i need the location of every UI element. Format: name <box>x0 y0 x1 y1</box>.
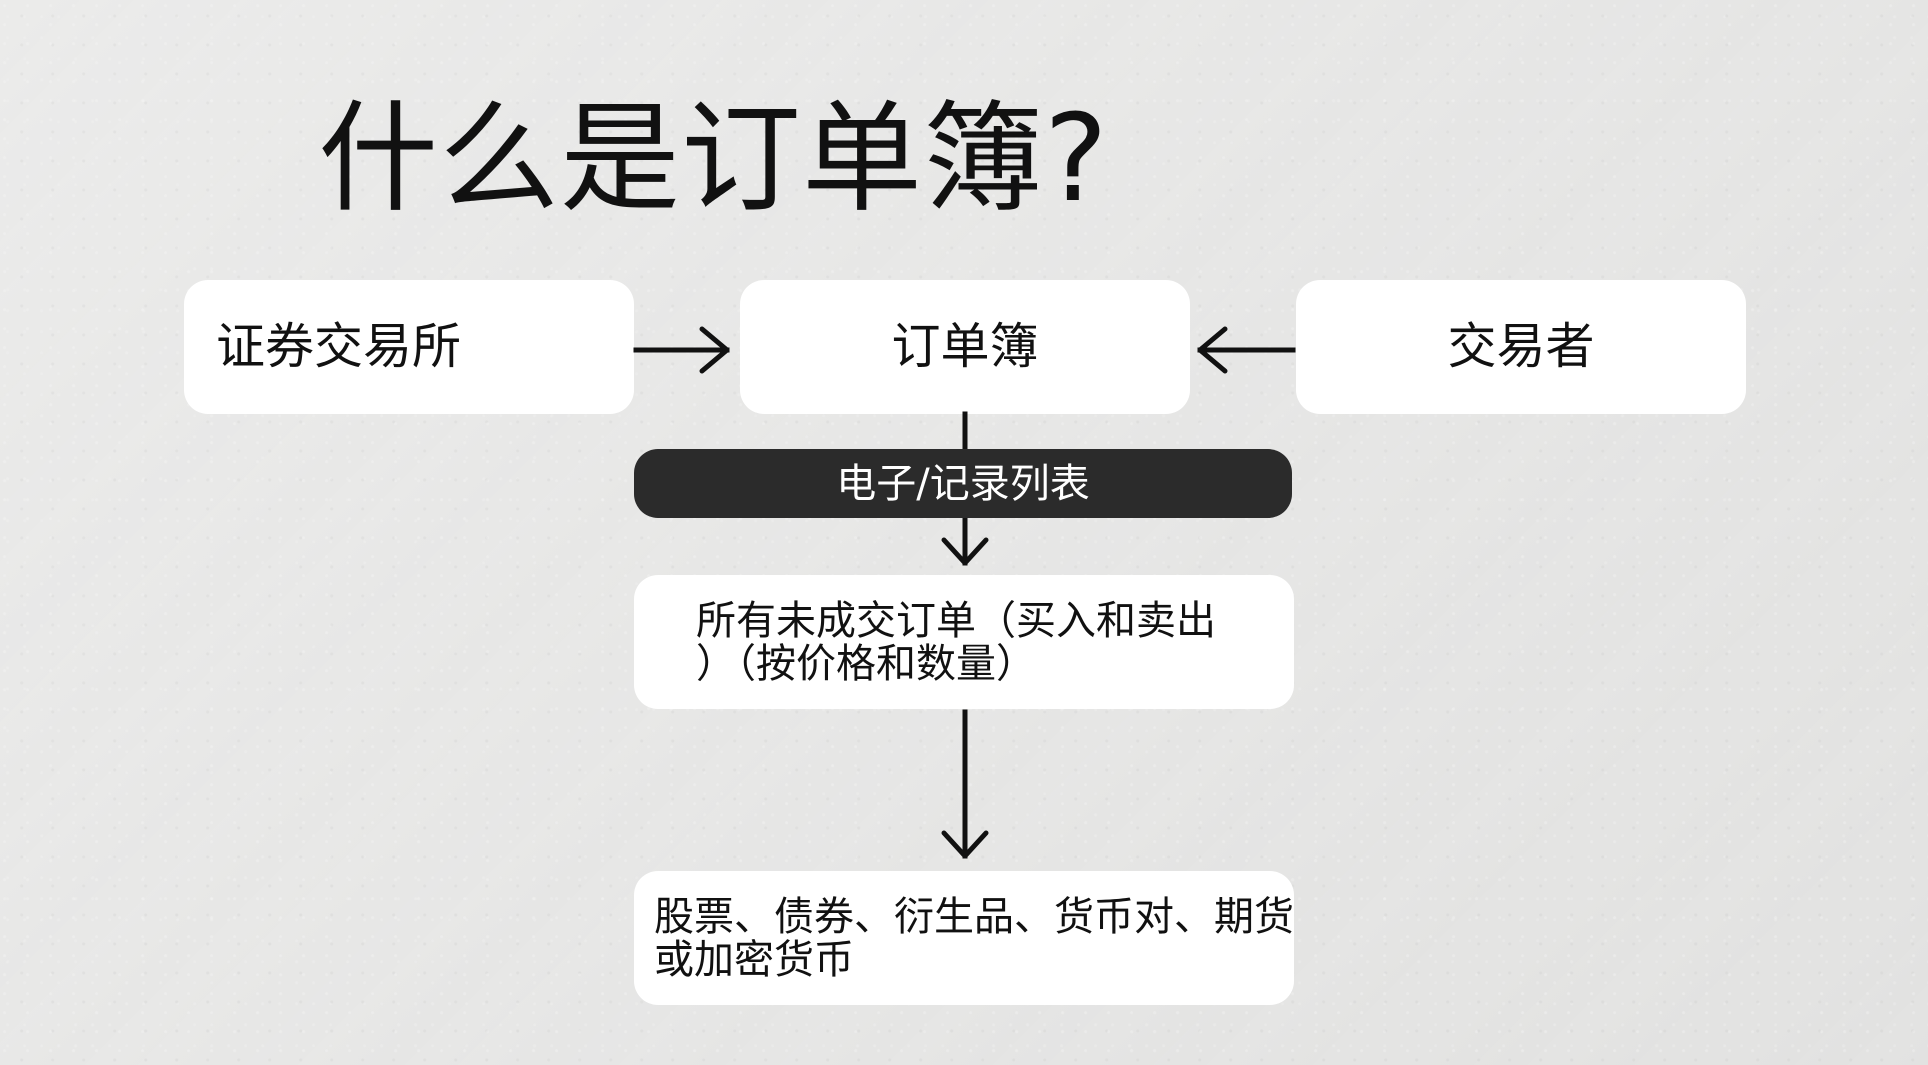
order-book-label: 订单簿 <box>891 317 1039 375</box>
unfilled-to-assets-arrow <box>941 709 989 859</box>
assets-label: 股票、债券、衍生品、货币对、期货 或加密货币 <box>654 893 1294 983</box>
page-title: 什么是订单簿? <box>318 90 1109 229</box>
trader-node: 交易者 <box>1296 280 1746 414</box>
unfilled-orders-node: 所有未成交订单（买入和卖出 ）（按价格和数量） <box>634 575 1294 709</box>
record-list-pill: 电子/记录列表 <box>634 449 1292 518</box>
assets-node: 股票、债券、衍生品、货币对、期货 或加密货币 <box>634 871 1294 1005</box>
order-book-node: 订单簿 <box>740 280 1190 414</box>
trader-label: 交易者 <box>1447 317 1595 375</box>
trader-to-orderbook-arrow <box>1197 326 1296 374</box>
unfilled-orders-label: 所有未成交订单（买入和卖出 ）（按价格和数量） <box>696 597 1216 687</box>
exchange-label: 证券交易所 <box>216 317 462 375</box>
exchange-node: 证券交易所 <box>184 280 634 414</box>
exchange-to-orderbook-arrow <box>633 326 730 374</box>
